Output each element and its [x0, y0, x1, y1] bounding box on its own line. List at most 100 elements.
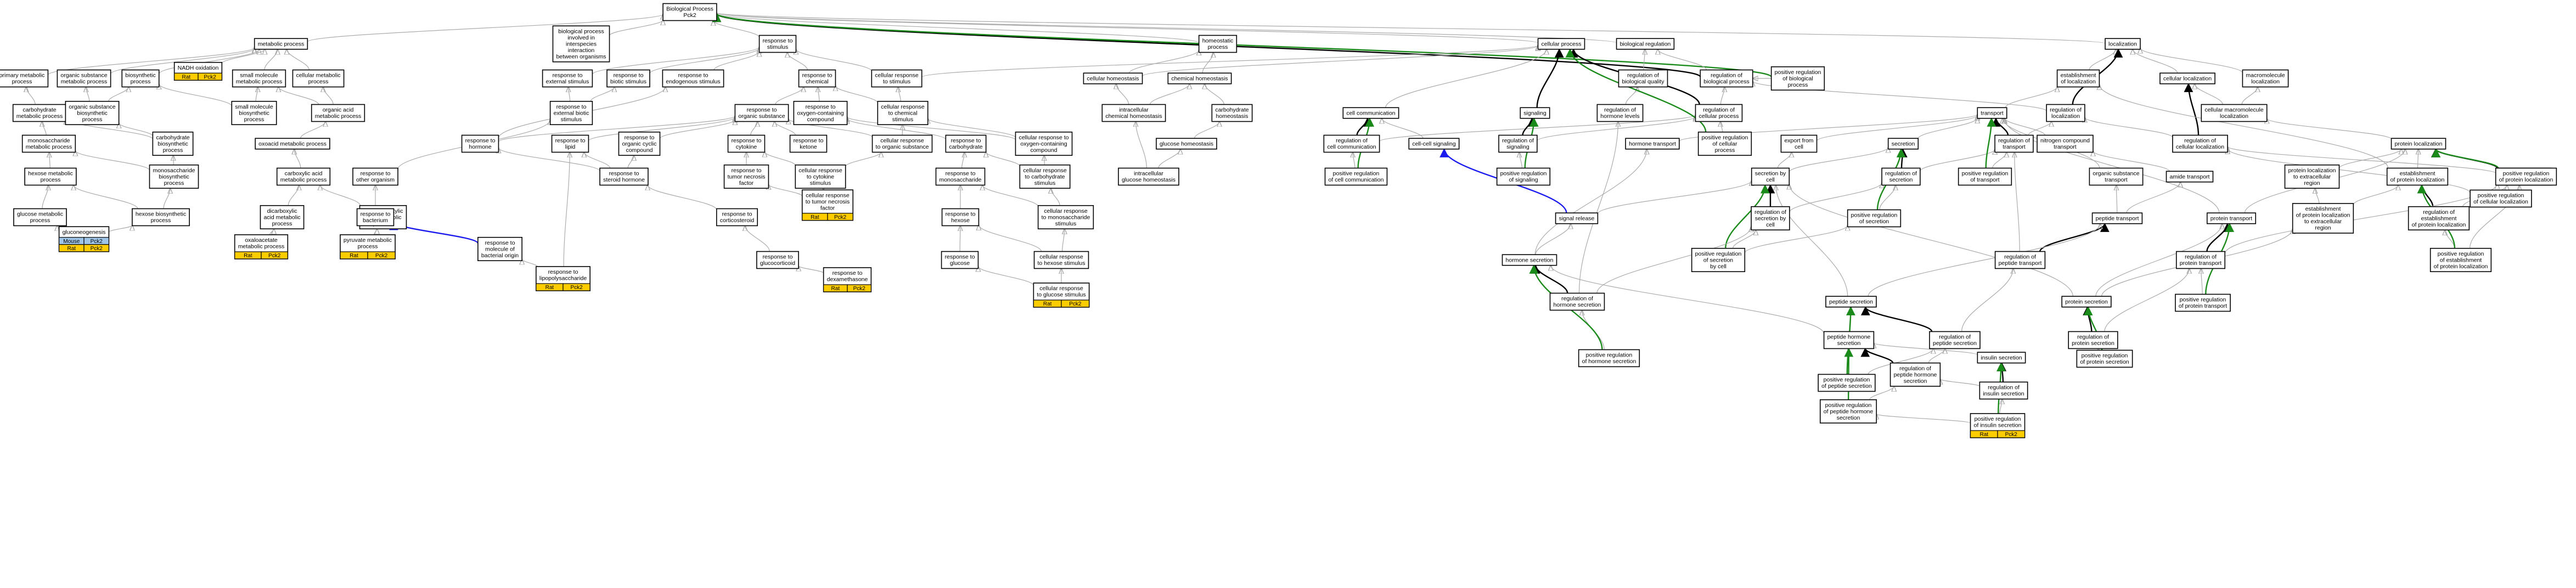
go-term-protein-transport[interactable]: protein transport: [2206, 212, 2257, 224]
go-term-cell-resp-oxy[interactable]: cellular response tooxygen-containingcom…: [1015, 131, 1073, 156]
go-term-protein-secretion[interactable]: protein secretion: [2061, 296, 2112, 308]
go-term-localization[interactable]: localization: [2105, 38, 2141, 50]
go-term-biol-reg[interactable]: biological regulation: [1616, 38, 1675, 50]
go-term-signal-release[interactable]: signal release: [1555, 212, 1599, 224]
go-term-signaling[interactable]: signaling: [1520, 107, 1550, 119]
go-term-cell-cell-sig[interactable]: cell-cell signaling: [1408, 138, 1460, 150]
go-term-cell-loc[interactable]: cellular localization: [2159, 72, 2215, 84]
go-term-secretion[interactable]: secretion: [1887, 138, 1919, 150]
go-term-peptide-secretion[interactable]: peptide secretion: [1825, 296, 1877, 308]
go-term-transport[interactable]: transport: [1977, 107, 2007, 119]
go-term-amide-transport[interactable]: amide transport: [2166, 171, 2214, 183]
go-term-oxo-met[interactable]: oxoacid metabolic process: [255, 138, 330, 150]
go-term-protein-loc[interactable]: protein localization: [2391, 138, 2446, 150]
go-term-hormone-secretion[interactable]: hormone secretion: [1501, 254, 1557, 266]
